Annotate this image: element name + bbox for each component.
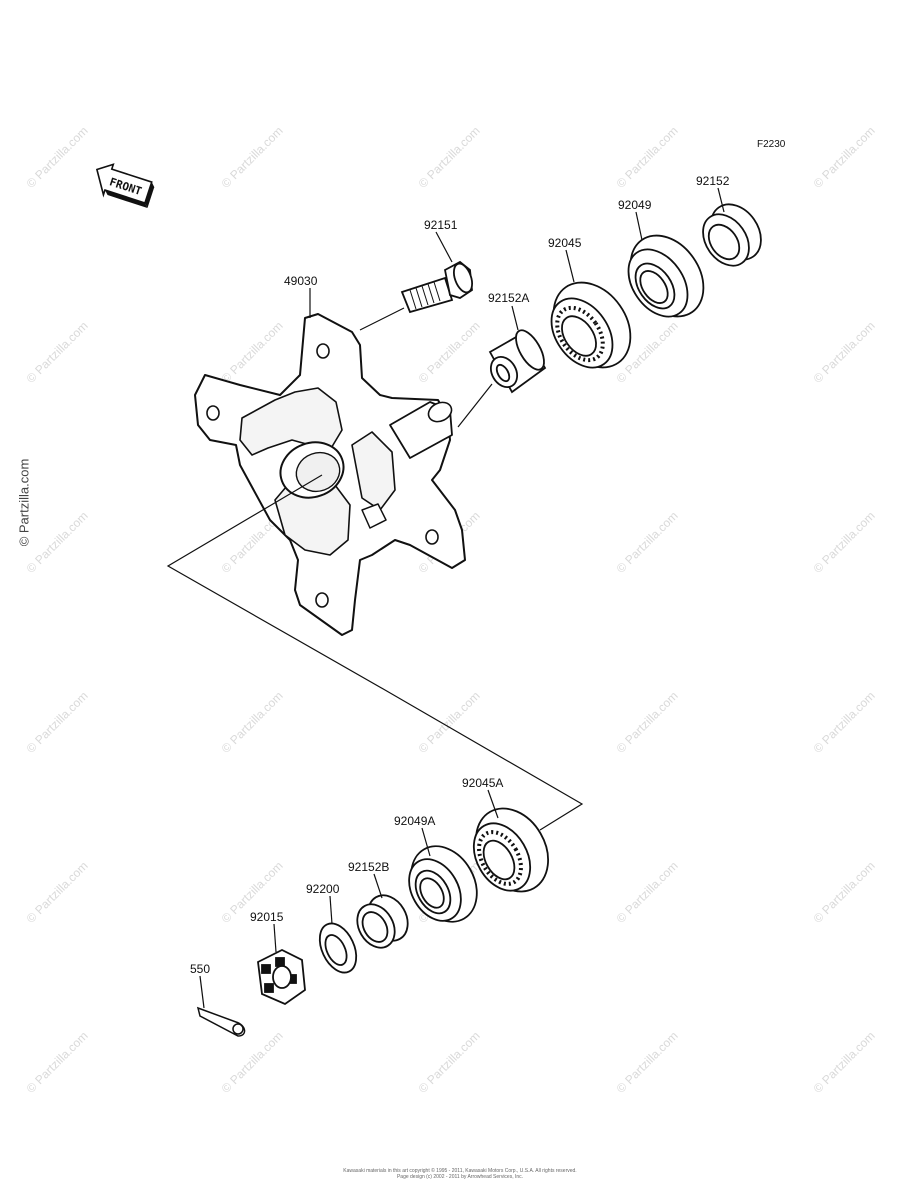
watermark-text: © Partzilla.com xyxy=(614,124,681,191)
leader-lines-lower xyxy=(199,789,499,1009)
bearing-92045 xyxy=(550,281,632,369)
watermark-text: © Partzilla.com xyxy=(219,124,286,191)
watermark-text: © Partzilla.com xyxy=(219,1029,286,1096)
footer-line-1: Kawasaki materials in this art copyright… xyxy=(343,1168,577,1174)
spacer-92152B xyxy=(356,894,409,949)
spacer-92152 xyxy=(702,203,762,267)
watermark-text: © Partzilla.com xyxy=(614,509,681,576)
watermark-text: © Partzilla.com xyxy=(219,319,286,386)
watermark-text: © Partzilla.com xyxy=(416,319,483,386)
watermark-text: © Partzilla.com xyxy=(219,689,286,756)
label-92152: 92152 xyxy=(696,174,730,188)
label-92152A: 92152A xyxy=(488,291,529,305)
footer-line-2: Page design (c) 2002 - 2011 by Arrowhead… xyxy=(396,1174,524,1180)
watermark-text: © Partzilla.com xyxy=(24,1029,91,1096)
watermark-text: © Partzilla.com xyxy=(416,1029,483,1096)
seal-92049A xyxy=(408,845,478,923)
watermark-text: © Partzilla.com xyxy=(811,319,878,386)
watermark-text: © Partzilla.com xyxy=(811,509,878,576)
label-92015: 92015 xyxy=(250,910,284,924)
watermark-text: © Partzilla.com xyxy=(614,689,681,756)
label-49030: 49030 xyxy=(284,274,318,288)
nut-92015 xyxy=(257,948,306,1006)
watermark-text: © Partzilla.com xyxy=(24,509,91,576)
label-92049: 92049 xyxy=(618,198,652,212)
watermark-text: © Partzilla.com xyxy=(614,1029,681,1096)
label-92151: 92151 xyxy=(424,218,458,232)
front-arrow-icon: FRONT xyxy=(95,163,155,209)
watermark-text: © Partzilla.com xyxy=(24,319,91,386)
label-92045A: 92045A xyxy=(462,776,503,790)
watermark-text: © Partzilla.com xyxy=(614,859,681,926)
bearing-92045A xyxy=(472,807,549,893)
diagram-code: F2230 xyxy=(757,139,786,150)
watermark-text: © Partzilla.com xyxy=(24,124,91,191)
watermark-text: © Partzilla.com xyxy=(811,1029,878,1096)
watermark-text: © Partzilla.com xyxy=(416,689,483,756)
hub-49030 xyxy=(194,313,466,636)
label-92152B: 92152B xyxy=(348,860,389,874)
label-92045: 92045 xyxy=(548,236,582,250)
cotter-pin-550 xyxy=(196,1006,246,1037)
label-550: 550 xyxy=(190,962,210,976)
seal-92049 xyxy=(627,234,705,318)
bolt-92151 xyxy=(400,260,474,314)
watermark-text: © Partzilla.com xyxy=(811,124,878,191)
copyright-footer: Kawasaki materials in this art copyright… xyxy=(330,1168,590,1180)
label-92200: 92200 xyxy=(306,882,340,896)
washer-92200 xyxy=(318,922,358,974)
spacer-92152A xyxy=(488,329,547,394)
label-92049A: 92049A xyxy=(394,814,435,828)
leader-lines-upper xyxy=(166,187,725,831)
watermark-text: © Partzilla.com xyxy=(24,859,91,926)
watermark-text: © Partzilla.com xyxy=(24,689,91,756)
watermark-text: © Partzilla.com xyxy=(416,124,483,191)
watermark-text: © Partzilla.com xyxy=(811,689,878,756)
watermark-text: © Partzilla.com xyxy=(811,859,878,926)
